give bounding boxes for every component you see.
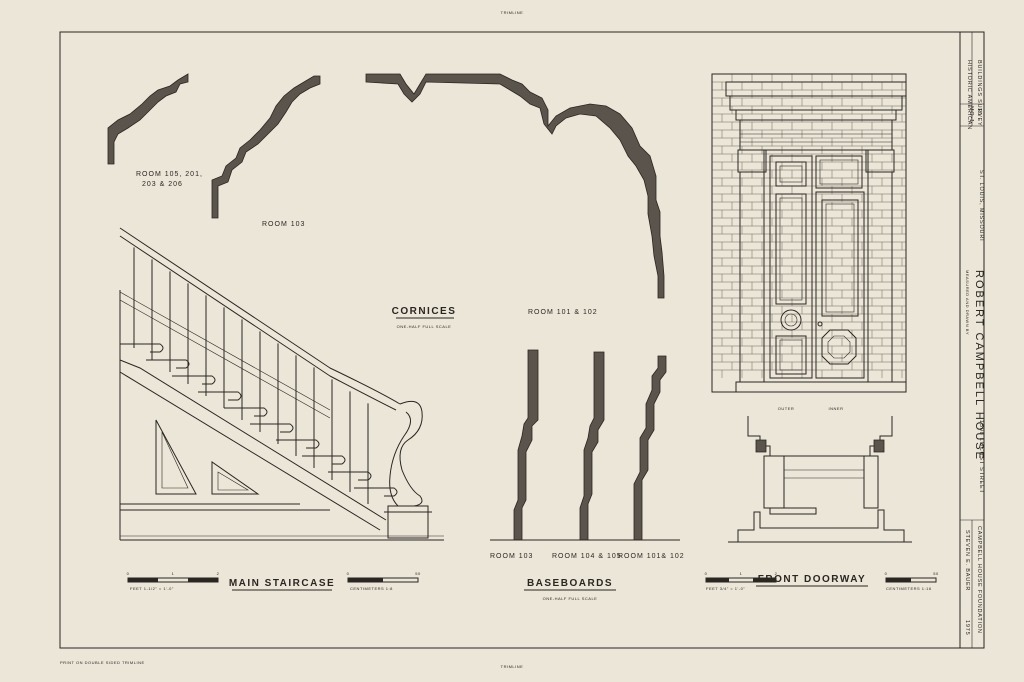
building-address: 1508 LOCUST STREET: [978, 420, 984, 494]
staircase-cm-scale-bar: [347, 577, 419, 583]
sheet-number: 10: [976, 108, 982, 116]
stair-tread: [250, 423, 294, 433]
staircase-feet-scale-bar: [127, 577, 219, 583]
cornice-room-101-label: ROOM 101 & 102: [528, 309, 598, 316]
cornice-room-103-label: ROOM 103: [262, 221, 305, 228]
stair-tread: [224, 407, 268, 417]
stair-tread: [172, 375, 216, 385]
stair-tread: [302, 455, 346, 465]
doorway-cm-tick-0: 0: [885, 571, 888, 576]
stair-tread: [120, 343, 164, 353]
bottom-left-note: PRINT ON DOUBLE SIDED TRIMLINE: [60, 660, 145, 665]
staircase-title: MAIN STAIRCASE: [229, 578, 335, 589]
cornices-scale: ONE-HALF FULL SCALE: [397, 324, 452, 329]
baseboard-room-101: [633, 355, 667, 541]
doorway-title: FRONT DOORWAY: [758, 574, 866, 585]
staircase-drawing: [119, 227, 444, 541]
cornice-room-101: [365, 73, 665, 299]
cornices-title: CORNICES: [392, 306, 457, 317]
brick-wall: [711, 73, 907, 393]
sheet-border: [59, 31, 985, 649]
survey-name-line1: HISTORIC AMERICAN: [966, 60, 972, 130]
staircase-feet-tick-2: 2: [217, 571, 220, 576]
staircase-cm-tick-0: 0: [347, 571, 350, 576]
survey-name-line2: BUILDINGS SURVEY: [976, 60, 982, 127]
cornice-room-105-label-2: 203 & 206: [142, 181, 183, 188]
baseboard-room-101-label: ROOM 101& 102: [618, 553, 685, 560]
doorway-feet-tick-1: 1: [740, 571, 743, 576]
stair-tread: [328, 471, 372, 481]
staircase-cm-scale-label: CENTIMETERS 1:8: [350, 586, 393, 591]
stair-treads: [120, 343, 398, 497]
sponsor-name: CAMPBELL HOUSE FOUNDATION: [976, 526, 982, 634]
stair-tread: [198, 391, 242, 401]
cornice-room-105-label-1: ROOM 105, 201,: [136, 171, 203, 178]
doorway-feet-tick-2: 2: [775, 571, 778, 576]
doorway-feet-scale-label: FEET 3/4" = 1'-0": [706, 586, 745, 591]
doorway-feet-scale-bar: [705, 577, 777, 583]
doorway-cm-scale-bar: [885, 577, 937, 583]
doorway-outer-label: OUTER: [778, 406, 795, 411]
doorway-inner-label: INNER: [829, 406, 844, 411]
title-block-agency: MEASURED AND DRAWN BY: [965, 270, 970, 335]
building-city: ST. LOUIS, MISSOURI: [978, 170, 984, 241]
stair-tread: [354, 487, 398, 497]
baseboard-room-103-label: ROOM 103: [490, 553, 533, 560]
building-name: ROBERT CAMPBELL HOUSE: [973, 270, 985, 461]
baseboard-room-104: [579, 351, 605, 541]
stair-tread: [276, 439, 320, 449]
survey-number: MO-1: [968, 106, 974, 123]
baseboard-room-104-label: ROOM 104 & 105: [552, 553, 622, 560]
staircase-feet-tick-0: 0: [127, 571, 130, 576]
cornice-room-105: [107, 73, 189, 165]
doorway-plan: [728, 416, 912, 543]
delineator-name: STEVEN E. BAUER: [964, 530, 970, 591]
baseboards-title: BASEBOARDS: [527, 578, 613, 589]
staircase-feet-scale-label: FEET 1-1/2" = 1'-0": [130, 586, 174, 591]
baseboard-room-103: [513, 349, 539, 541]
doorway-cm-tick-50: 50: [933, 571, 939, 576]
doorway-elevation: [711, 73, 907, 393]
top-trim-note: TRIMLINE: [501, 10, 524, 15]
stair-tread: [146, 359, 190, 369]
doorway-cm-scale-label: CENTIMETERS 1:16: [886, 586, 932, 591]
staircase-cm-tick-50: 50: [415, 571, 421, 576]
bottom-trim-note: TRIMLINE: [501, 664, 524, 669]
cornice-room-103: [211, 75, 321, 219]
title-block: [960, 32, 984, 648]
brick-wall-outline: [711, 73, 907, 393]
staircase-feet-tick-1: 1: [172, 571, 175, 576]
balusters: [133, 247, 369, 504]
baseboards-scale: ONE-HALF FULL SCALE: [543, 596, 598, 601]
drawing-year: 1975: [964, 620, 970, 635]
doorway-feet-tick-0: 0: [705, 571, 708, 576]
